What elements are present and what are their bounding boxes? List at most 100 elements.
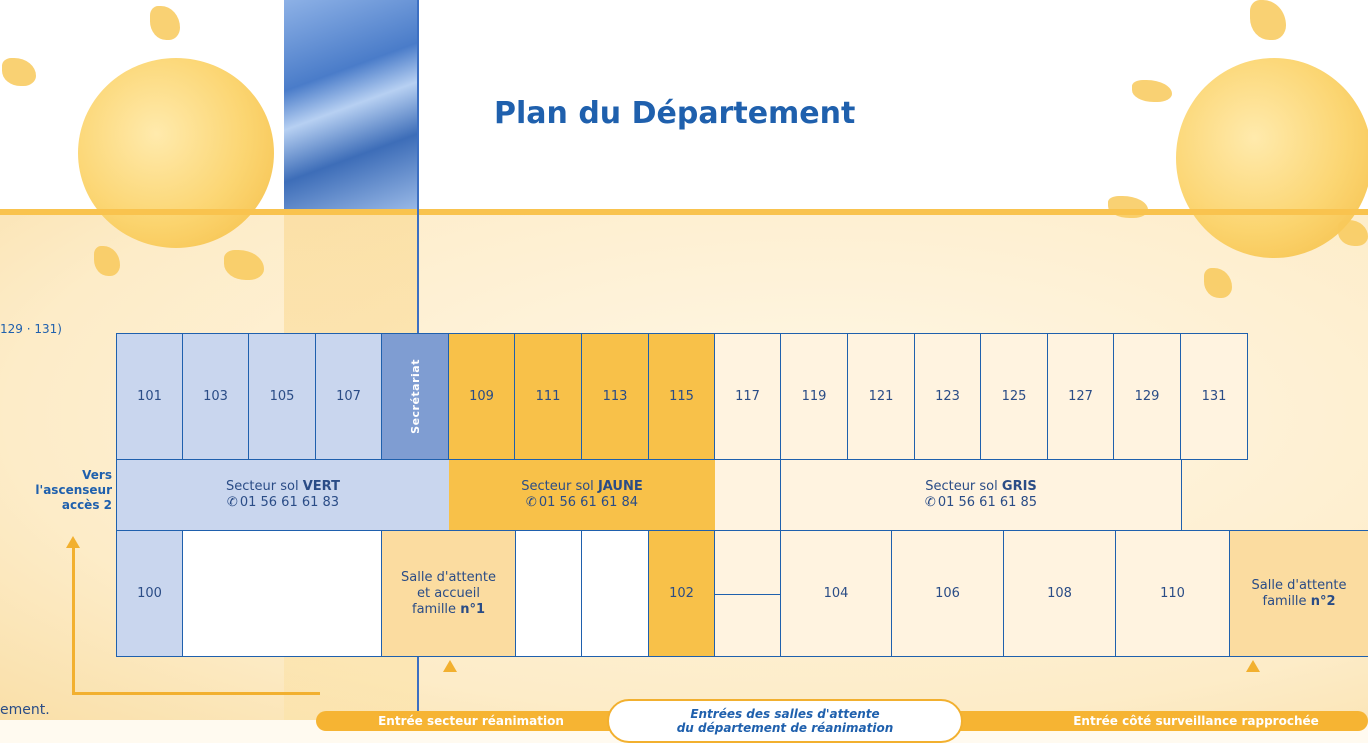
room-111: 111 (514, 333, 582, 460)
side-text-cutoff: 129 · 131) (0, 322, 62, 336)
room-101: 101 (116, 333, 183, 460)
room-label: 115 (669, 389, 694, 404)
room-label: 113 (602, 389, 628, 404)
room-103: 103 (182, 333, 249, 460)
room-131: 131 (1180, 333, 1248, 460)
room-label: 103 (203, 389, 228, 404)
waiting-room-2: Salle d'attente famille n°2 (1229, 530, 1368, 657)
room-100: 100 (116, 530, 183, 657)
sector-vert-phone-line: ✆01 56 61 61 83 (117, 495, 449, 511)
room-104: 104 (780, 530, 892, 657)
sector-name: JAUNE (597, 479, 643, 494)
sector-name: GRIS (1001, 479, 1037, 494)
waiting-rooms-entrance-pill: Entrées des salles d'attente du départem… (607, 699, 963, 743)
phone-icon: ✆ (924, 495, 936, 510)
waiting-room-1-number: n°1 (460, 601, 485, 617)
waiting-entrance-line1: Entrées des salles d'attente (690, 707, 880, 721)
secretariat-label: Secrétariat (408, 359, 422, 434)
room-label: 108 (1047, 586, 1072, 601)
room-blank (515, 530, 582, 657)
decorative-sun-left (78, 58, 274, 248)
room-110: 110 (1115, 530, 1230, 657)
sector-jaune-phone-line: ✆01 56 61 61 84 (449, 495, 715, 511)
room-label: 127 (1068, 389, 1093, 404)
room-109: 109 (448, 333, 515, 460)
arrow-up-icon (443, 660, 457, 672)
room-label: 129 (1134, 389, 1160, 404)
room-119: 119 (780, 333, 848, 460)
room-small-upper (714, 530, 781, 595)
decorative-sun-right (1176, 58, 1368, 258)
waiting-room-1-line3: famille n°1 (412, 602, 485, 618)
room-label: 121 (868, 389, 894, 404)
sector-name: VERT (302, 479, 340, 494)
room-label: 119 (801, 389, 827, 404)
waiting-room-1-line1: Salle d'attente (401, 569, 496, 585)
room-label: 123 (935, 389, 960, 404)
room-label: 104 (823, 586, 849, 601)
sector-phone: 01 56 61 61 85 (937, 495, 1038, 510)
room-label: 117 (735, 389, 760, 404)
text-fragment: ement. (0, 702, 50, 718)
room-117: 117 (714, 333, 781, 460)
sector-jaune-title: Secteur sol JAUNE (449, 479, 715, 495)
entrance-surveillance-label: Entrée côté surveillance rapprochée (1073, 714, 1319, 728)
room-129: 129 (1113, 333, 1181, 460)
elevator-path-vertical (72, 546, 75, 694)
room-label: 110 (1160, 586, 1185, 601)
waiting-room-2-number: n°2 (1310, 593, 1336, 609)
room-label: 109 (469, 389, 494, 404)
phone-icon: ✆ (226, 495, 238, 510)
room-115: 115 (648, 333, 715, 460)
room-label: 131 (1201, 389, 1227, 404)
room-label: 105 (269, 389, 295, 404)
arrow-up-icon (66, 536, 80, 548)
room-107: 107 (315, 333, 382, 460)
sector-gris: Secteur sol GRIS ✆01 56 61 61 85 (781, 460, 1182, 530)
sector-label: Secteur sol (521, 479, 594, 494)
waiting-room-1-famille: famille (412, 601, 457, 617)
waiting-room-1: Salle d'attente et accueil famille n°1 (381, 530, 516, 657)
sector-label: Secteur sol (925, 479, 998, 494)
room-125: 125 (980, 333, 1048, 460)
sector-gris-phone-line: ✆01 56 61 61 85 (781, 495, 1181, 511)
room-121: 121 (847, 333, 915, 460)
elevator-path-horizontal (72, 692, 320, 695)
room-108: 108 (1003, 530, 1116, 657)
sector-jaune: Secteur sol JAUNE ✆01 56 61 61 84 (449, 460, 715, 530)
waiting-room-2-line2: famille n°2 (1263, 594, 1336, 610)
room-127: 127 (1047, 333, 1114, 460)
waiting-room-2-famille: famille (1262, 593, 1307, 609)
waiting-room-2-line1: Salle d'attente (1251, 577, 1347, 593)
elevator-label: Vers l'ascenseur accès 2 (32, 468, 112, 513)
sector-vert: Secteur sol VERT ✆01 56 61 61 83 (116, 460, 449, 530)
waiting-entrance-line2: du département de réanimation (676, 721, 894, 735)
header-photo (284, 0, 418, 212)
entrance-surveillance-bar: Entrée côté surveillance rapprochée (944, 711, 1368, 731)
room-blank (581, 530, 649, 657)
room-102: 102 (648, 530, 715, 657)
room-label: 102 (669, 586, 694, 601)
room-105: 105 (248, 333, 316, 460)
room-113: 113 (581, 333, 649, 460)
sector-gris-title: Secteur sol GRIS (781, 479, 1181, 495)
room-secretariat: Secrétariat (381, 333, 449, 460)
room-label: 100 (137, 586, 162, 601)
elevator-line2: l'ascenseur (35, 483, 112, 497)
sector-vert-title: Secteur sol VERT (117, 479, 449, 495)
phone-icon: ✆ (525, 495, 537, 510)
decorative-leaf (1132, 80, 1172, 102)
arrow-up-icon (1246, 660, 1260, 672)
entrance-reanimation-bar: Entrée secteur réanimation (316, 711, 626, 731)
room-small-lower (714, 594, 781, 657)
room-label: 125 (1001, 389, 1027, 404)
elevator-line1: Vers (82, 468, 112, 482)
room-label: 106 (935, 586, 960, 601)
sector-gap (715, 460, 781, 530)
sector-phone: 01 56 61 61 83 (239, 495, 340, 510)
room-label: 107 (336, 389, 361, 404)
room-label: 111 (535, 389, 561, 404)
header-rule (0, 209, 1368, 215)
room-blank (182, 530, 382, 657)
page-title: Plan du Département (494, 96, 856, 131)
